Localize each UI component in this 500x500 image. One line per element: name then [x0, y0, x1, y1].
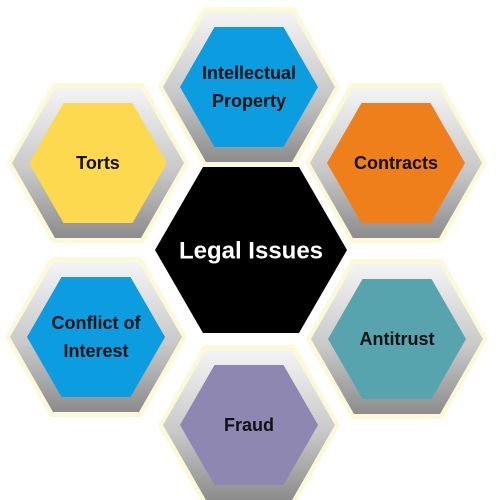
hexagon-face — [327, 103, 465, 223]
hexagon-label-line: Intellectual — [202, 63, 296, 83]
hexagon-torts: Torts — [7, 83, 189, 243]
center-label: Legal Issues — [179, 237, 323, 264]
hexagon-fraud: Fraud — [158, 345, 340, 500]
hexagon-label-line: Conflict of — [52, 313, 142, 333]
hexagon-face — [180, 27, 318, 147]
center-hexagon — [155, 167, 347, 333]
center-hexagon-group: Legal Issues — [155, 167, 347, 333]
hexagon-face — [29, 103, 167, 223]
hexagon-face — [328, 279, 466, 399]
hexagon-label-line: Contracts — [354, 153, 438, 173]
hexagon-label-line: Property — [212, 91, 286, 111]
hexagon-label-line: Fraud — [224, 415, 274, 435]
hexagon-contracts: Contracts — [305, 83, 487, 243]
hexagon-label-line: Torts — [76, 153, 120, 173]
hexagon-face — [27, 277, 165, 397]
hexagon-label-line: Interest — [63, 341, 128, 361]
hexagon-conflict-of-interest: Conflict of Interest — [5, 257, 187, 417]
hexagon-face — [180, 365, 318, 485]
hexagon-label-line: Antitrust — [360, 329, 435, 349]
hexagon-antitrust: Antitrust — [306, 259, 488, 419]
